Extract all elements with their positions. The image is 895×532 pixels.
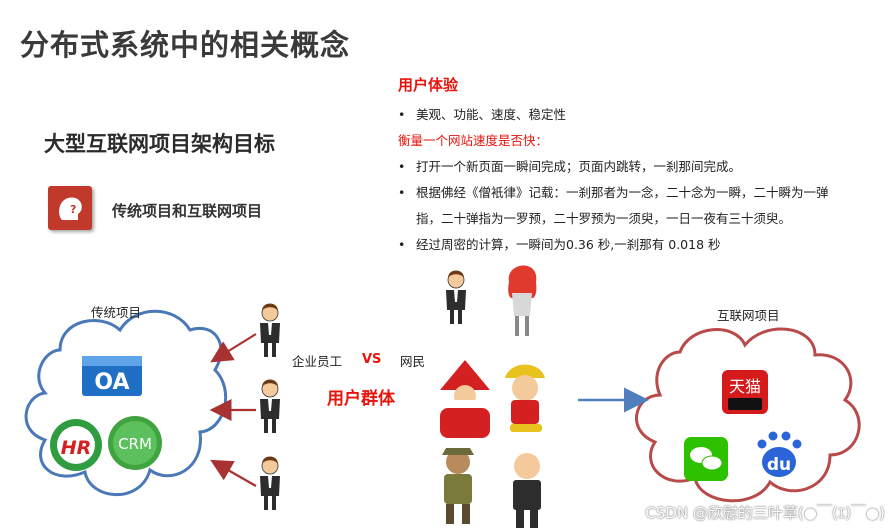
ux-measure-heading: 衡量一个网站速度是否快： xyxy=(398,128,888,154)
ux-bullet-text: 美观、功能、速度、稳定性 xyxy=(416,107,567,122)
ux-bullet: • 根据佛经《僧衹律》记载：一刹那者为一念，二十念为一瞬，二十瞬为一弹 xyxy=(398,180,888,206)
ux-bullet: • 打开一个新页面一瞬间完成；页面内跳转，一刹那间完成。 xyxy=(398,154,888,180)
employee-figure-icon xyxy=(259,456,281,511)
crm-logo-text: CRM xyxy=(118,435,152,453)
tmall-logo-icon xyxy=(722,370,768,414)
user-group-label: 用户群体 xyxy=(327,389,395,409)
vs-label: VS xyxy=(362,352,382,367)
oa-logo-text: OA xyxy=(94,370,129,395)
bullet-dot: • xyxy=(398,185,406,200)
page-title: 分布式系统中的相关概念 xyxy=(20,28,351,62)
watermark: CSDN @欣慰的三叶草(●￣(ｴ)￣●) xyxy=(645,504,885,522)
ux-bullet-text: 打开一个新页面一瞬间完成；页面内跳转，一刹那间完成。 xyxy=(416,159,742,174)
ux-bullet-continuation: 指，二十弹指为一罗预，二十罗预为一须臾，一日一夜有三十须臾。 xyxy=(398,206,888,232)
baidu-logo-text: du xyxy=(767,455,791,475)
hr-logo-icon xyxy=(50,419,102,471)
crm-logo-icon xyxy=(108,416,162,470)
employee-figure-icon xyxy=(259,379,281,434)
internet-project-label: 互联网项目 xyxy=(717,308,780,323)
netizens-label: 网民 xyxy=(400,354,426,369)
section-subtitle: 大型互联网项目架构目标 xyxy=(44,132,275,156)
netizen-woman-icon xyxy=(508,265,537,336)
arrow-employee-to-traditional xyxy=(210,333,257,363)
ux-bullet-text: 根据佛经《僧衹律》记载：一刹那者为一念，二十念为一瞬，二十瞬为一弹 xyxy=(416,185,829,200)
santa-claus-icon xyxy=(440,360,490,438)
ux-list: • 美观、功能、速度、稳定性 衡量一个网站速度是否快： • 打开一个新页面一瞬间… xyxy=(398,102,888,258)
ux-bullet: • 美观、功能、速度、稳定性 xyxy=(398,102,888,128)
tmall-logo-text: 天猫 xyxy=(729,377,761,396)
oa-logo-icon xyxy=(82,356,142,396)
baidu-logo-icon xyxy=(757,431,802,477)
svg-text:?: ? xyxy=(70,203,76,216)
ux-bullet-text: 经过周密的计算，一瞬间为0.36 秒,一刹那有 0.018 秒 xyxy=(416,237,721,252)
employees-label: 企业员工 xyxy=(292,354,343,369)
ux-bullet-text: 指，二十弹指为一罗预，二十罗预为一须臾，一日一夜有三十须臾。 xyxy=(416,211,792,226)
boy-with-cap-icon xyxy=(505,364,545,432)
bullet-dot: • xyxy=(398,237,406,252)
wechat-logo-icon xyxy=(684,437,728,481)
ux-bullet: • 经过周密的计算，一瞬间为0.36 秒,一刹那有 0.018 秒 xyxy=(398,232,888,258)
old-man-icon xyxy=(442,448,474,524)
arrow-employee-to-traditional xyxy=(210,459,257,487)
measure-heading-text: 衡量一个网站速度是否快： xyxy=(398,133,549,148)
employee-figure-icon xyxy=(259,303,281,358)
bullet-dot: • xyxy=(398,107,406,122)
bullet-dot: • xyxy=(398,159,406,174)
traditional-project-label: 传统项目 xyxy=(91,305,142,320)
ux-title: 用户体验 xyxy=(398,76,459,94)
traditional-vs-internet-label: 传统项目和互联网项目 xyxy=(112,202,263,220)
hr-logo-text: HR xyxy=(61,437,92,459)
netizen-man-icon xyxy=(445,270,467,325)
head-question-icon: ? xyxy=(48,186,92,230)
bald-man-icon xyxy=(513,453,541,528)
internet-cloud xyxy=(635,327,861,503)
